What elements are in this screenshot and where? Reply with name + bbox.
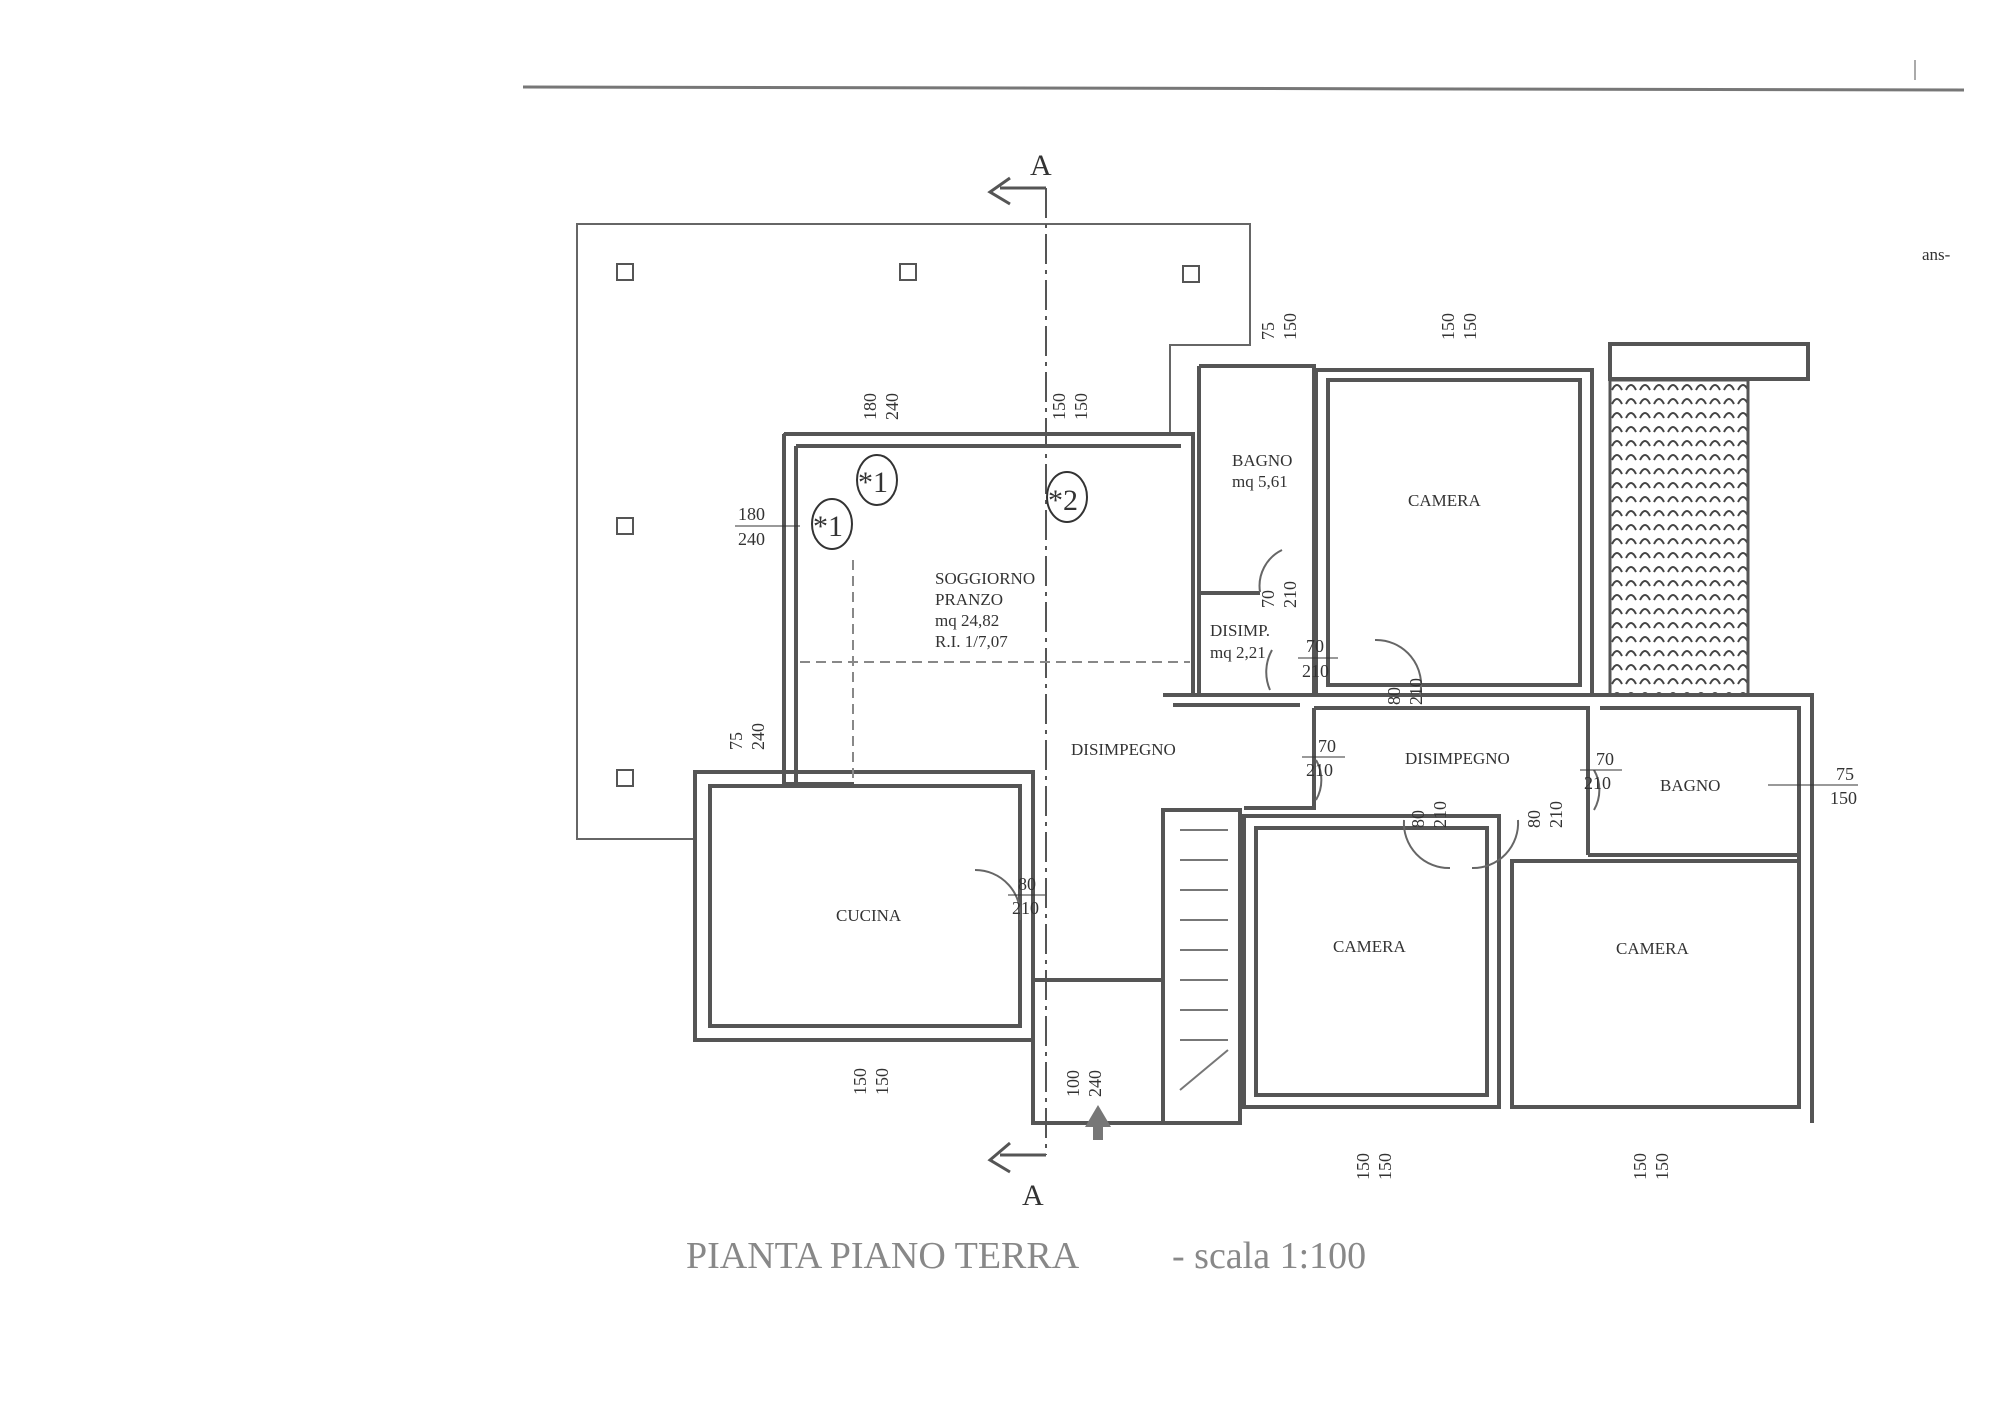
plan-title: PIANTA PIANO TERRA (686, 1235, 1080, 1277)
svg-text:150: 150 (1375, 1153, 1395, 1180)
svg-text:*1: *1 (858, 466, 888, 499)
svg-text:210: 210 (1546, 801, 1566, 828)
pillar (616, 769, 634, 787)
svg-text:100: 100 (1063, 1070, 1083, 1097)
room-bagno-top: BAGNO (1232, 451, 1292, 470)
svg-text:150: 150 (1460, 313, 1480, 340)
margin-note: ans- (1922, 245, 1951, 264)
svg-text:210: 210 (1584, 773, 1611, 793)
pillar (616, 263, 634, 281)
section-label-bottom: A (1022, 1179, 1044, 1212)
svg-text:240: 240 (738, 529, 765, 549)
svg-text:210: 210 (1302, 661, 1329, 681)
svg-text:75: 75 (1836, 764, 1854, 784)
walls (693, 342, 1814, 1125)
marker-1b: *1 (811, 498, 853, 550)
svg-text:210: 210 (1306, 760, 1333, 780)
svg-text:180: 180 (860, 393, 880, 420)
room-cucina: CUCINA (836, 906, 902, 925)
room-disimpegno-right: DISIMPEGNO (1405, 749, 1510, 768)
svg-text:240: 240 (1085, 1070, 1105, 1097)
svg-text:150: 150 (872, 1068, 892, 1095)
svg-text:*1: *1 (813, 510, 843, 543)
svg-text:*2: *2 (1048, 484, 1078, 517)
room-disimpegno-main: DISIMPEGNO (1071, 740, 1176, 759)
hatched-area (1608, 378, 1750, 697)
pillar (1182, 265, 1200, 283)
pillar (899, 263, 917, 281)
room-soggiorno: SOGGIORNO (935, 569, 1035, 588)
svg-text:70: 70 (1306, 636, 1324, 656)
svg-text:150: 150 (1830, 788, 1857, 808)
pillars (616, 263, 1200, 787)
svg-text:70: 70 (1258, 590, 1278, 608)
room-bagno-top-area: mq 5,61 (1232, 472, 1288, 491)
header-rule (522, 85, 1965, 92)
svg-text:150: 150 (1438, 313, 1458, 340)
svg-text:75: 75 (1258, 322, 1278, 340)
pillar (616, 517, 634, 535)
marker-1a: *1 (856, 454, 898, 506)
svg-text:210: 210 (1430, 801, 1450, 828)
svg-text:70: 70 (1596, 749, 1614, 769)
svg-text:150: 150 (850, 1068, 870, 1095)
section-label-top: A (1030, 149, 1052, 182)
room-soggiorno-ri: R.I. 1/7,07 (935, 632, 1008, 651)
room-camera-top: CAMERA (1408, 491, 1481, 510)
svg-text:240: 240 (882, 393, 902, 420)
room-soggiorno-area: mq 24,82 (935, 611, 999, 630)
svg-text:150: 150 (1280, 313, 1300, 340)
plan-scale: - scala 1:100 (1172, 1235, 1366, 1277)
svg-text:80: 80 (1408, 810, 1428, 828)
svg-text:150: 150 (1630, 1153, 1650, 1180)
svg-text:210: 210 (1012, 898, 1039, 918)
svg-text:180: 180 (738, 504, 765, 524)
svg-text:70: 70 (1318, 736, 1336, 756)
section-line-a: A A (987, 149, 1052, 1212)
room-pranzo: PRANZO (935, 590, 1003, 609)
svg-text:150: 150 (1652, 1153, 1672, 1180)
entrance-arrow-icon (1085, 1105, 1111, 1140)
room-disimp-area: mq 2,21 (1210, 643, 1266, 662)
room-camera-right: CAMERA (1616, 939, 1689, 958)
svg-text:150: 150 (1353, 1153, 1373, 1180)
svg-text:150: 150 (1049, 393, 1069, 420)
room-bagno-right: BAGNO (1660, 776, 1720, 795)
svg-text:80: 80 (1524, 810, 1544, 828)
svg-text:80: 80 (1384, 687, 1404, 705)
room-disimp: DISIMP. (1210, 621, 1270, 640)
svg-text:210: 210 (1406, 678, 1426, 705)
svg-text:75: 75 (726, 732, 746, 750)
svg-text:80: 80 (1018, 874, 1036, 894)
room-camera-mid: CAMERA (1333, 937, 1406, 956)
svg-text:240: 240 (748, 723, 768, 750)
svg-text:150: 150 (1071, 393, 1091, 420)
marker-2: *2 (1046, 471, 1088, 523)
svg-text:210: 210 (1280, 581, 1300, 608)
